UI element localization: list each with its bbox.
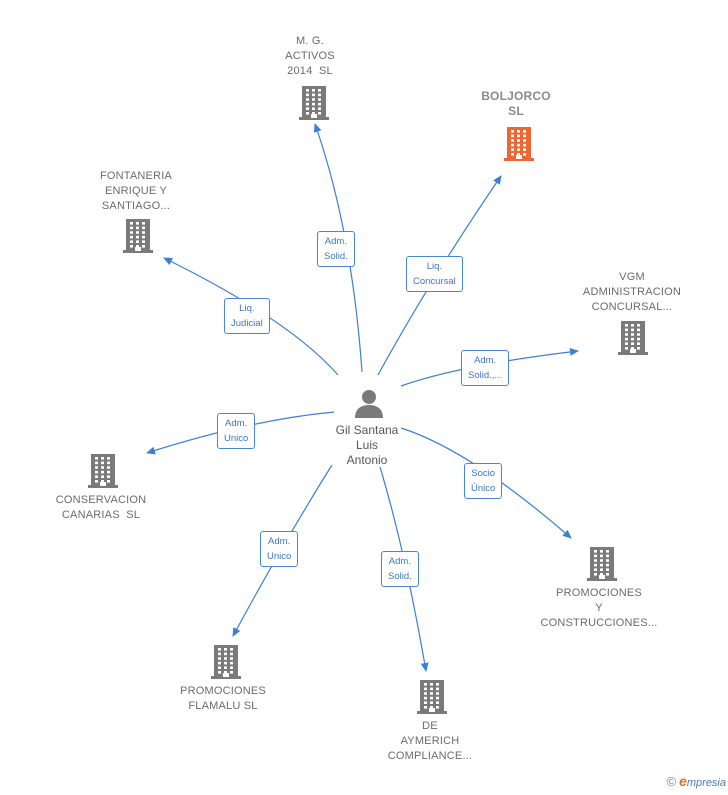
company-label-fontaneria[interactable]: FONTANERIA ENRIQUE Y SANTIAGO...: [61, 169, 211, 214]
edge-fontaneria: [163, 257, 339, 376]
company-label-promociones-construcciones[interactable]: PROMOCIONES Y CONSTRUCCIONES...: [524, 586, 674, 631]
building-icon[interactable]: [617, 320, 649, 361]
edge-label-line: Judicial: [231, 318, 263, 329]
edge-label-aymerich[interactable]: Adm. Solid.: [381, 551, 419, 587]
company-label-line: ACTIVOS: [285, 50, 335, 62]
edge-label-line: Solid.: [324, 251, 348, 262]
brand-e: e: [679, 773, 687, 789]
company-label-vgm[interactable]: VGM ADMINISTRACION CONCURSAL...: [557, 270, 707, 315]
edge-label-line: Liq.: [426, 261, 443, 272]
edge-label-line: Unico: [267, 551, 292, 562]
edge-label-mg-activos[interactable]: Adm. Solid.: [317, 231, 355, 267]
edge-label-flamalu[interactable]: Adm. Unico: [260, 531, 299, 567]
company-label-line: CONSTRUCCIONES...: [540, 617, 658, 629]
edge-label-line: Liq.: [239, 303, 255, 314]
building-icon[interactable]: [416, 679, 448, 720]
edge-label-line: Solid.,...: [468, 370, 503, 381]
company-label-line: PROMOCIONES: [556, 587, 642, 599]
company-label-line: CANARIAS SL: [61, 509, 141, 521]
company-label-line: BOLJORCO: [481, 89, 551, 103]
center-name-line: Gil Santana: [335, 423, 399, 437]
edge-label-line: Solid.: [388, 571, 412, 582]
building-icon[interactable]: [586, 546, 618, 587]
center-name-line: Luis: [355, 438, 378, 452]
company-label-flamalu[interactable]: PROMOCIONES FLAMALU SL: [148, 684, 298, 714]
edge-label-line: Unico: [224, 433, 249, 444]
company-label-line: SANTIAGO...: [101, 200, 171, 212]
company-label-line: DE: [422, 720, 438, 732]
edge-label-line: Socio: [471, 468, 496, 479]
company-label-line: VGM: [619, 271, 645, 283]
company-label-line: M. G.: [296, 35, 324, 47]
edge-label-vgm[interactable]: Adm. Solid.,...: [461, 350, 510, 386]
building-icon[interactable]: [122, 218, 154, 259]
edge-label-line: Único: [471, 483, 496, 494]
company-label-mg-activos[interactable]: M. G. ACTIVOS 2014 SL: [235, 34, 385, 79]
company-label-conservacion[interactable]: CONSERVACION CANARIAS SL: [26, 493, 176, 523]
center-name-line: Antonio: [346, 453, 388, 467]
edge-label-line: Adm.: [324, 236, 347, 247]
edge-label-line: Concursal: [413, 276, 456, 287]
company-label-line: FONTANERIA: [99, 170, 173, 182]
company-label-line: CONSERVACION: [55, 494, 147, 506]
edge-label-line: Adm.: [225, 418, 248, 429]
company-label-line: ENRIQUE Y: [104, 185, 168, 197]
edge-label-line: Adm.: [268, 536, 291, 547]
building-icon[interactable]: [503, 126, 535, 167]
company-label-line: Y: [595, 602, 603, 614]
edge-label-boljorco[interactable]: Liq. Concursal: [406, 256, 463, 292]
footer-brand: ©empresia: [666, 773, 726, 789]
building-icon[interactable]: [298, 85, 330, 126]
company-label-line: SL: [508, 104, 524, 118]
company-label-line: CONCURSAL...: [591, 301, 673, 313]
building-icon[interactable]: [210, 644, 242, 685]
company-label-line: AYMERICH: [400, 735, 460, 747]
edge-label-line: Adm.: [388, 556, 411, 567]
brand-name: mpresia: [686, 777, 726, 789]
edge-label-fontaneria[interactable]: Liq. Judicial: [224, 298, 270, 334]
edge-label-line: Adm.: [474, 355, 497, 366]
company-label-line: COMPLIANCE...: [387, 750, 473, 762]
center-person-name[interactable]: Gil Santana Luis Antonio: [307, 423, 427, 468]
person-icon[interactable]: [354, 388, 384, 423]
company-label-line: PROMOCIONES: [180, 685, 266, 697]
building-icon[interactable]: [87, 453, 119, 494]
company-label-aymerich[interactable]: DE AYMERICH COMPLIANCE...: [355, 719, 505, 764]
copyright-symbol: ©: [666, 774, 677, 789]
company-label-line: ADMINISTRACION: [582, 286, 682, 298]
company-label-line: FLAMALU SL: [188, 700, 258, 712]
company-label-line: 2014 SL: [287, 65, 333, 77]
edge-label-conservacion[interactable]: Adm. Unico: [217, 413, 256, 449]
